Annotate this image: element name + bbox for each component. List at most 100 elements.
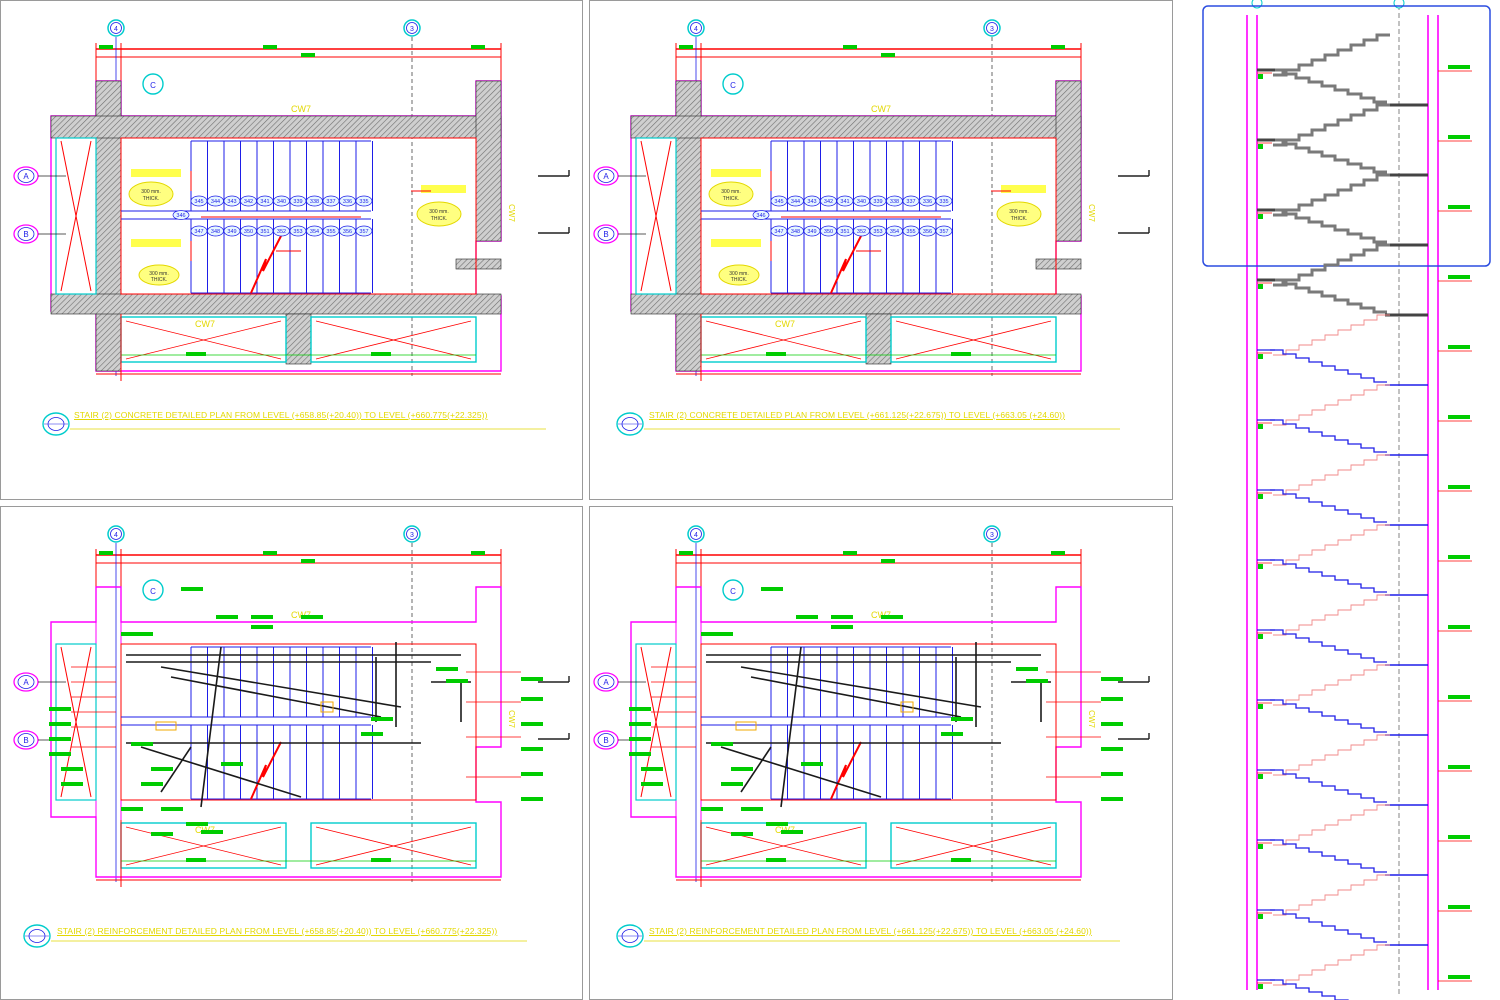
- step-bubble: [273, 225, 290, 237]
- level-marker: [1258, 354, 1263, 359]
- stair-flight: [1270, 138, 1387, 174]
- step-bubble: [886, 225, 903, 237]
- step-bubble: [869, 225, 887, 237]
- step-bubble: [172, 210, 190, 220]
- wall-hatch-top: [630, 115, 1082, 139]
- thickness-note-text: THICK.: [1011, 216, 1027, 222]
- stair-flight: [1273, 103, 1390, 147]
- rebar-tag: [521, 677, 543, 681]
- step-bubble: [223, 195, 241, 207]
- rebar-marker: [155, 721, 177, 731]
- dim-text: [679, 551, 693, 555]
- thickness-note: [138, 264, 180, 286]
- dim-text: [186, 858, 206, 862]
- level-tag: [1448, 975, 1470, 979]
- rebar-tag: [1016, 667, 1038, 671]
- step-number: 344: [791, 199, 800, 205]
- step-bubble: [190, 195, 208, 207]
- dim-text: [99, 551, 113, 555]
- step-bubble: [289, 225, 307, 237]
- step-bubble: [935, 195, 953, 207]
- drawing-title: STAIR (2) REINFORCEMENT DETAILED PLAN FR…: [649, 926, 1092, 936]
- step-bubble: [273, 195, 290, 207]
- core-wall-outline: [630, 586, 1082, 878]
- row-bubble-inner: [597, 675, 615, 689]
- stair-flight: [1273, 874, 1390, 916]
- level-tag: [1448, 625, 1470, 629]
- stair-flight: [1273, 33, 1390, 77]
- rebar-tag: [221, 762, 243, 766]
- step-bubble: [322, 225, 340, 237]
- step-bubble: [256, 225, 274, 237]
- step-bubble: [339, 195, 356, 207]
- rebar-line: [740, 746, 772, 793]
- rebar-tag: [1101, 797, 1123, 801]
- step-bubble: [836, 195, 854, 207]
- step-number: 348: [791, 229, 800, 235]
- stair-flight: [1270, 68, 1387, 104]
- rebar-tag: [521, 722, 543, 726]
- dim-text: [881, 559, 895, 563]
- rebar-line: [740, 666, 982, 708]
- rebar-tag: [629, 737, 651, 741]
- cw-label-side: CW7: [507, 710, 516, 728]
- step-number: 352: [277, 229, 286, 235]
- rebar-tag: [521, 747, 543, 751]
- drawing-title: STAIR (2) REINFORCEMENT DETAILED PLAN FR…: [57, 926, 498, 936]
- grid-bubble-inner: [110, 22, 122, 34]
- grid-bubble-inner: [406, 528, 418, 540]
- row-bubble-inner: [17, 169, 35, 183]
- dim-text: [843, 45, 857, 49]
- step-bubble: [853, 225, 870, 237]
- wall-hatch-right: [475, 80, 502, 242]
- step-number: 355: [326, 229, 335, 235]
- window-cross: [315, 320, 472, 360]
- stair-flight: [1270, 629, 1387, 663]
- step-number: 344: [211, 199, 220, 205]
- rebar-tag: [629, 722, 651, 726]
- step-number: 342: [824, 199, 833, 205]
- rebar-tag: [371, 717, 393, 721]
- rebar-tag: [731, 767, 753, 771]
- level-marker: [1258, 914, 1263, 919]
- dim-text: [371, 858, 391, 862]
- dim-text: [1051, 551, 1065, 555]
- level-marker: [1258, 144, 1263, 149]
- step-number: 335: [359, 199, 368, 205]
- grid-bubble-inner: [110, 528, 122, 540]
- rebar-tag: [49, 752, 71, 756]
- dim-text: [1051, 45, 1065, 49]
- section-symbol-label: C: [730, 587, 736, 596]
- dim-text: [301, 559, 315, 563]
- row-label: A: [23, 678, 29, 687]
- cw-label-side: CW7: [1087, 710, 1096, 728]
- stair-section-drawing: [1202, 0, 1491, 1000]
- dim-text: [881, 53, 895, 57]
- dim-text: [766, 352, 786, 356]
- step-number: 353: [873, 229, 882, 235]
- rebar-tag: [49, 707, 71, 711]
- step-bubble: [223, 225, 241, 237]
- row-bubble-inner: [17, 227, 35, 241]
- thickness-note-text: 300 mm.: [729, 271, 748, 277]
- step-number: 346: [176, 213, 185, 219]
- rebar-tag: [1026, 679, 1048, 683]
- step-bubble: [919, 225, 936, 237]
- step-bubble: [770, 225, 788, 237]
- stair-flight: [1273, 944, 1390, 986]
- rebar-tag: [121, 807, 143, 811]
- stair-flight: [1270, 208, 1387, 244]
- step-bubble: [902, 195, 920, 207]
- section-symbol-label: C: [150, 587, 156, 596]
- section-symbol-label: C: [150, 81, 156, 90]
- rebar-tag: [741, 807, 763, 811]
- section-grid-bubble: [1251, 0, 1263, 9]
- grid-bubble-inner: [690, 22, 702, 34]
- step-number: 350: [824, 229, 833, 235]
- row-label: B: [23, 736, 28, 745]
- stair-flight: [1273, 454, 1390, 496]
- rebar-tag: [629, 707, 651, 711]
- rebar-tag: [711, 632, 733, 636]
